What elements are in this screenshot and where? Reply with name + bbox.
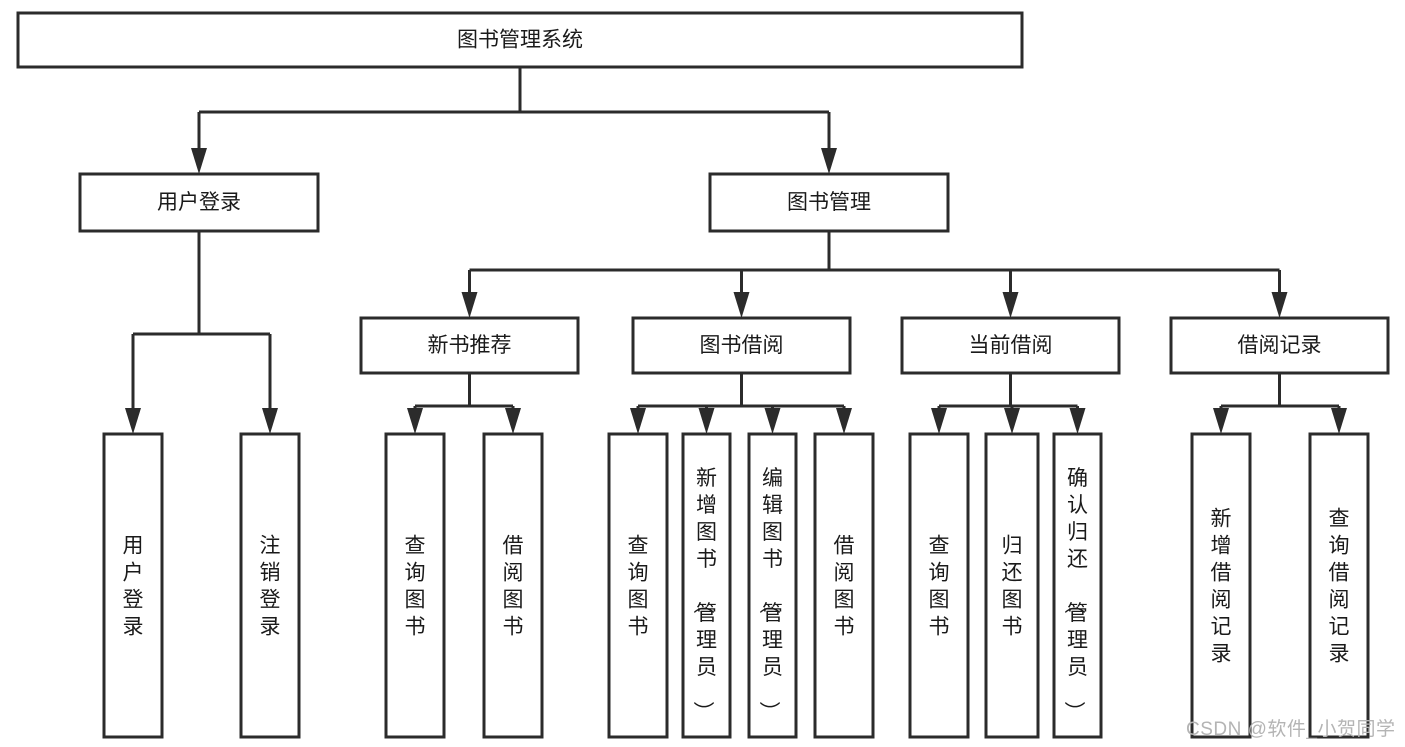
node-box-leaf-user-logout: [239, 432, 301, 739]
node-label-newbook: 新书推荐: [428, 334, 512, 357]
node-label-bookmgmt: 图书管理: [787, 191, 871, 214]
node-label-current: 当前借阅: [969, 334, 1053, 357]
node-label-leaf-cu-confirm: 确认归还（管理员）: [1062, 467, 1088, 722]
node-leaf-bo-borrow[interactable]: 借阅图书: [813, 432, 875, 739]
node-label-leaf-user-login: 用户登录: [123, 535, 144, 639]
node-leaf-cu-query[interactable]: 查询图书: [908, 432, 970, 739]
node-leaf-bo-edit[interactable]: 编辑图书（管理员）: [747, 432, 798, 739]
node-leaf-user-logout[interactable]: 注销登录: [239, 432, 301, 739]
node-box-current: [900, 316, 1121, 375]
node-label-leaf-bo-edit: 编辑图书（管理员）: [757, 467, 783, 722]
node-label-leaf-nb-borrow: 借阅图书: [503, 535, 524, 639]
node-bookmgmt[interactable]: 图书管理: [708, 172, 950, 233]
node-leaf-cu-confirm[interactable]: 确认归还（管理员）: [1052, 432, 1103, 739]
node-label-login: 用户登录: [157, 191, 241, 214]
node-root[interactable]: 图书管理系统: [16, 11, 1024, 69]
node-box-bookmgmt: [708, 172, 950, 233]
node-leaf-nb-borrow[interactable]: 借阅图书: [482, 432, 544, 739]
node-leaf-re-add[interactable]: 新增借阅记录: [1190, 432, 1252, 739]
node-box-leaf-user-login: [102, 432, 164, 739]
node-label-records: 借阅记录: [1238, 334, 1322, 357]
node-label-leaf-cu-query: 查询图书: [929, 535, 950, 639]
node-label-leaf-bo-add: 新增图书（管理员）: [691, 467, 717, 722]
node-box-leaf-re-query: [1308, 432, 1370, 739]
node-box-newbook: [359, 316, 580, 375]
node-box-leaf-bo-edit: [747, 432, 798, 739]
node-box-leaf-bo-borrow: [813, 432, 875, 739]
node-label-leaf-nb-query: 查询图书: [405, 535, 426, 639]
node-label-root: 图书管理系统: [457, 29, 583, 52]
node-box-leaf-nb-borrow: [482, 432, 544, 739]
node-box-leaf-cu-return: [984, 432, 1040, 739]
node-leaf-re-query[interactable]: 查询借阅记录: [1308, 432, 1370, 739]
node-leaf-cu-return[interactable]: 归还图书: [984, 432, 1040, 739]
node-label-leaf-cu-return: 归还图书: [1002, 535, 1023, 639]
node-leaf-bo-query[interactable]: 查询图书: [607, 432, 669, 739]
node-newbook[interactable]: 新书推荐: [359, 316, 580, 375]
node-box-borrow: [631, 316, 852, 375]
node-leaf-bo-add[interactable]: 新增图书（管理员）: [681, 432, 732, 739]
connector-layer: [125, 67, 1347, 434]
node-label-leaf-re-query: 查询借阅记录: [1329, 508, 1350, 666]
node-box-leaf-cu-query: [908, 432, 970, 739]
node-leaf-user-login[interactable]: 用户登录: [102, 432, 164, 739]
node-box-root: [16, 11, 1024, 69]
node-label-leaf-user-logout: 注销登录: [260, 535, 281, 639]
node-box-records: [1169, 316, 1390, 375]
node-login[interactable]: 用户登录: [78, 172, 320, 233]
node-box-leaf-bo-add: [681, 432, 732, 739]
node-box-leaf-re-add: [1190, 432, 1252, 739]
node-label-borrow: 图书借阅: [700, 334, 784, 357]
node-label-leaf-re-add: 新增借阅记录: [1211, 508, 1232, 666]
node-box-leaf-bo-query: [607, 432, 669, 739]
node-box-leaf-nb-query: [384, 432, 446, 739]
node-label-leaf-bo-query: 查询图书: [628, 535, 649, 639]
node-box-login: [78, 172, 320, 233]
node-records[interactable]: 借阅记录: [1169, 316, 1390, 375]
node-borrow[interactable]: 图书借阅: [631, 316, 852, 375]
node-current[interactable]: 当前借阅: [900, 316, 1121, 375]
node-layer: 图书管理系统用户登录图书管理新书推荐图书借阅当前借阅借阅记录用户登录注销登录查询…: [16, 11, 1390, 739]
node-label-leaf-bo-borrow: 借阅图书: [834, 535, 855, 639]
node-leaf-nb-query[interactable]: 查询图书: [384, 432, 446, 739]
node-box-leaf-cu-confirm: [1052, 432, 1103, 739]
